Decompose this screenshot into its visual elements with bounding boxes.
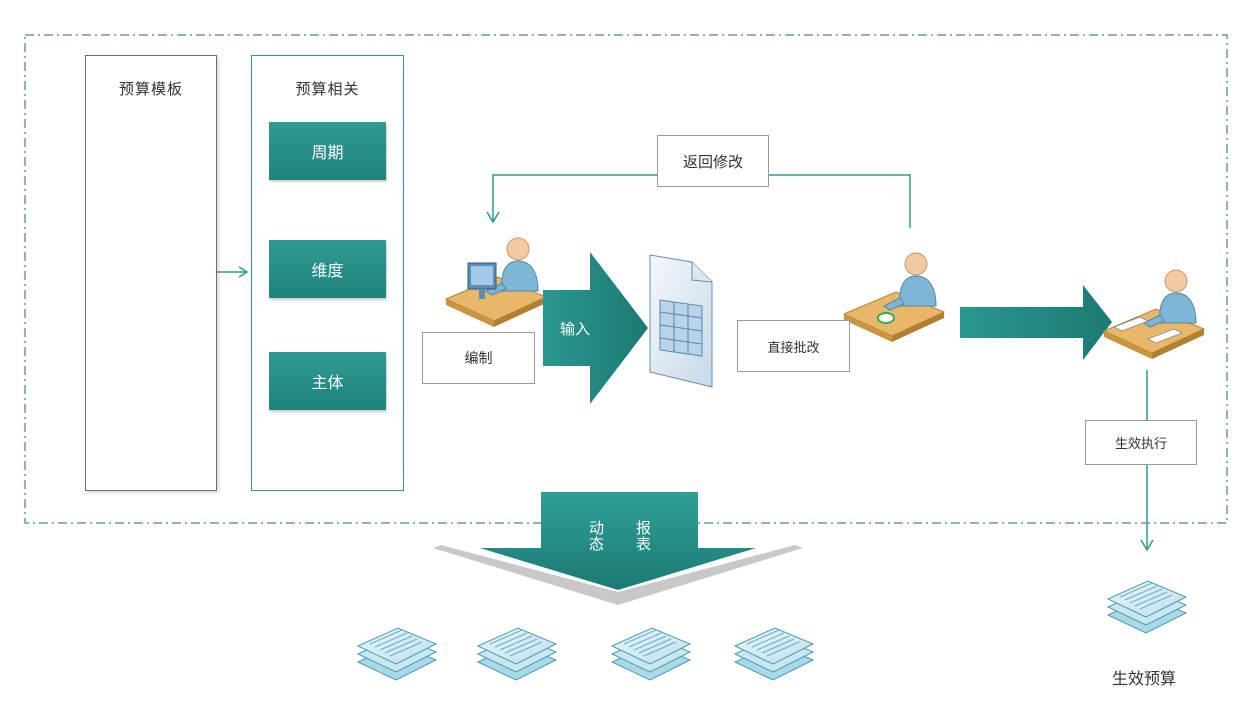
approve-to-effective-arrow bbox=[960, 285, 1112, 360]
dynamic-report-arrow bbox=[480, 492, 756, 590]
effective-execute-label: 生效执行 bbox=[1085, 420, 1197, 465]
compile-person-icon bbox=[445, 237, 547, 328]
report-arrow-shadow bbox=[433, 545, 803, 605]
direct-approve-label: 直接批改 bbox=[737, 320, 850, 372]
budget-related-title: 预算相关 bbox=[295, 80, 360, 98]
report-doc-stack-3 bbox=[611, 627, 691, 681]
dynamic-label: 动态 bbox=[587, 520, 605, 552]
input-arrow-label: 输入 bbox=[560, 320, 591, 338]
entity-box: 主体 bbox=[269, 352, 386, 410]
report-label: 报表 bbox=[634, 520, 652, 552]
compile-label: 编制 bbox=[422, 332, 535, 384]
dimension-box: 维度 bbox=[269, 240, 386, 298]
report-doc-stack-1 bbox=[357, 627, 437, 681]
budget-template-panel: 预算模板 bbox=[85, 55, 217, 491]
return-modify-label: 返回修改 bbox=[657, 135, 769, 187]
approve-person-icon bbox=[843, 252, 945, 343]
report-doc-stack-2 bbox=[477, 627, 557, 681]
spreadsheet-doc-icon bbox=[649, 254, 713, 388]
report-doc-stack-4 bbox=[734, 627, 814, 681]
budget-template-title: 预算模板 bbox=[118, 80, 183, 98]
process-boundary-dashed bbox=[24, 34, 1228, 524]
period-box: 周期 bbox=[269, 122, 386, 180]
budget-related-panel: 预算相关 周期 维度 主体 bbox=[251, 55, 404, 491]
return-modify-arrowhead bbox=[486, 211, 500, 224]
effective-budget-doc-stack bbox=[1107, 580, 1187, 634]
input-arrow bbox=[543, 252, 648, 404]
effective-person-icon bbox=[1103, 269, 1205, 360]
effective-budget-label: 生效预算 bbox=[1112, 669, 1177, 688]
